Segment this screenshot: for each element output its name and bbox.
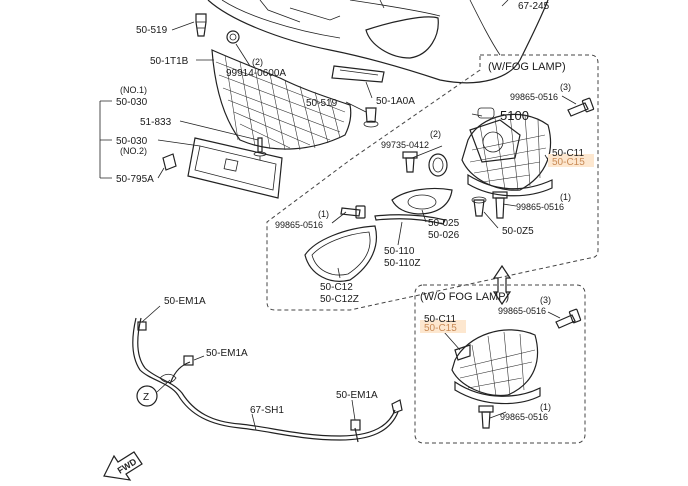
label-50-519-top: 50-519 bbox=[136, 25, 168, 36]
bolt-no-fog-top bbox=[555, 308, 582, 329]
label-50-1A0A: 50-1A0A bbox=[376, 96, 415, 107]
label-wo-qty1: (1) bbox=[540, 402, 551, 412]
highlight-no-fog-50C15 bbox=[420, 320, 466, 333]
label-50-030-a: 50-030 bbox=[116, 97, 148, 108]
fog-lamp-group-outline bbox=[266, 54, 599, 311]
label-99914: 99914-0600A bbox=[226, 68, 286, 79]
license-plate-bracket bbox=[187, 137, 283, 199]
group-switch-arrow bbox=[492, 264, 512, 306]
label-fog-99865-c: 99865-0516 bbox=[275, 220, 323, 230]
fog-lamp-5100 bbox=[469, 107, 521, 163]
label-fog-50C11: 50-C11 bbox=[552, 148, 584, 159]
fog-cover-50-025 bbox=[391, 187, 453, 215]
fwd-arrow bbox=[103, 451, 143, 481]
label-wo-99865-b: 99865-0516 bbox=[500, 412, 548, 422]
label-wo-99865-a: 99865-0516 bbox=[498, 306, 546, 316]
label-no2: (NO.2) bbox=[120, 146, 147, 156]
highlight-fog-50C15 bbox=[548, 154, 594, 167]
label-99914-qty: (2) bbox=[252, 57, 263, 67]
label-50-C12Z: 50-C12Z bbox=[320, 294, 359, 305]
wiring-harness bbox=[132, 317, 403, 443]
label-fog-99865-a: 99865-0516 bbox=[510, 92, 558, 102]
bezel-no-fog bbox=[451, 329, 541, 405]
clip-50-519-top bbox=[195, 13, 207, 37]
label-fog-qty3: (3) bbox=[560, 82, 571, 92]
label-50-030-b: 50-030 bbox=[116, 136, 148, 147]
label-50-0Z5: 50-0Z5 bbox=[502, 226, 534, 237]
label-50-025: 50-025 bbox=[428, 218, 460, 229]
label-5100: 5100 bbox=[500, 108, 529, 123]
z-marker-letter: Z bbox=[143, 392, 149, 403]
bolt-fog-left bbox=[402, 151, 418, 173]
bulb-99735 bbox=[428, 153, 448, 177]
label-EM1A-b: 50-EM1A bbox=[206, 348, 248, 359]
label-fog-qty1-a: (1) bbox=[318, 209, 329, 219]
label-fog-qty1-b: (1) bbox=[560, 192, 571, 202]
fog-group-header: (W/FOG LAMP) bbox=[488, 61, 566, 73]
screw-51-833 bbox=[253, 137, 267, 160]
grille-50-C12 bbox=[304, 225, 377, 282]
label-50-1T1B: 50-1T1B bbox=[150, 56, 189, 67]
emblem-50-795A bbox=[162, 153, 177, 171]
bracket-50-1A0A bbox=[331, 65, 385, 83]
clip-50-0Z5 bbox=[471, 196, 487, 217]
fog-bezel-assembly bbox=[461, 113, 553, 197]
label-EM1A-a: 50-EM1A bbox=[164, 296, 206, 307]
label-67-SH1: 67-SH1 bbox=[250, 405, 284, 416]
label-51-833: 51-833 bbox=[140, 117, 172, 128]
label-67-245: 67-245 bbox=[518, 1, 550, 12]
label-wo-qty3: (3) bbox=[540, 295, 551, 305]
z-marker bbox=[136, 379, 171, 407]
front-bumper bbox=[207, 0, 549, 84]
label-wo-50C11: 50-C11 bbox=[424, 314, 456, 325]
label-fog-99865-b: 99865-0516 bbox=[516, 202, 564, 212]
label-50-795A: 50-795A bbox=[116, 174, 154, 185]
bolt-no-fog-bottom bbox=[478, 405, 494, 429]
no-fog-group-header: (W/O FOG LAMP) bbox=[420, 291, 509, 303]
label-99735: 99735-0412 bbox=[381, 140, 429, 150]
label-fog-50C15: 50-C15 bbox=[552, 157, 585, 168]
label-EM1A-c: 50-EM1A bbox=[336, 390, 378, 401]
label-50-110Z: 50-110Z bbox=[384, 258, 421, 269]
leader-lines bbox=[99, 0, 577, 431]
clip-50-519-mid bbox=[363, 107, 379, 128]
bolt-fog-bottom bbox=[492, 191, 508, 219]
no-fog-lamp-group-outline bbox=[414, 284, 586, 444]
bolt-fog-grille bbox=[340, 205, 366, 219]
label-wo-50C15: 50-C15 bbox=[424, 323, 457, 334]
label-50-026: 50-026 bbox=[428, 230, 460, 241]
radiator-grille bbox=[211, 49, 352, 151]
molding-50-110 bbox=[374, 214, 446, 225]
label-no1: (NO.1) bbox=[120, 85, 147, 95]
label-50-110: 50-110 bbox=[384, 246, 415, 257]
label-fog-qty2: (2) bbox=[430, 129, 441, 139]
label-50-C12: 50-C12 bbox=[320, 282, 353, 293]
label-50-519-mid: 50-519 bbox=[306, 98, 338, 109]
nut-99914 bbox=[226, 30, 240, 44]
bolt-fog-top bbox=[567, 97, 595, 117]
